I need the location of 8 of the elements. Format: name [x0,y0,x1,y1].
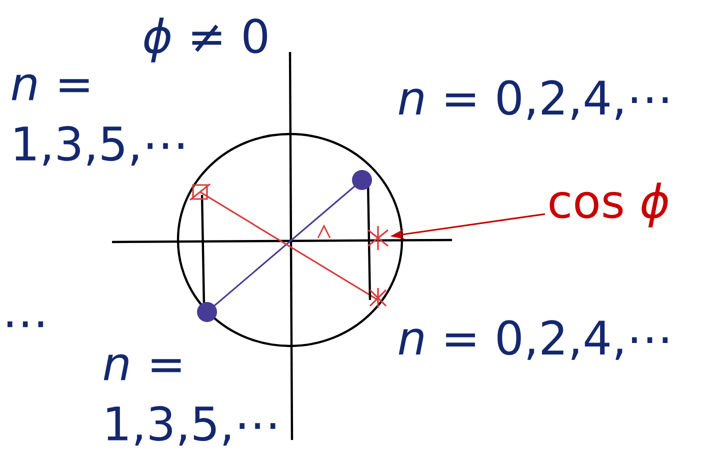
cross-mark [367,225,389,251]
formula-label: ⋯ [8,321,44,328]
formula-label: n = 0,2,4,⋯ [398,80,668,120]
formula-label: n = 1,3,5,⋯ [12,74,184,166]
formula-label: cos ϕ [550,182,668,228]
formula-label: ϕ ≠ 0 [144,18,268,62]
formula-label: n = 0,2,4,⋯ [398,320,668,360]
formula-label: n = 1,3,5,⋯ [104,354,276,446]
